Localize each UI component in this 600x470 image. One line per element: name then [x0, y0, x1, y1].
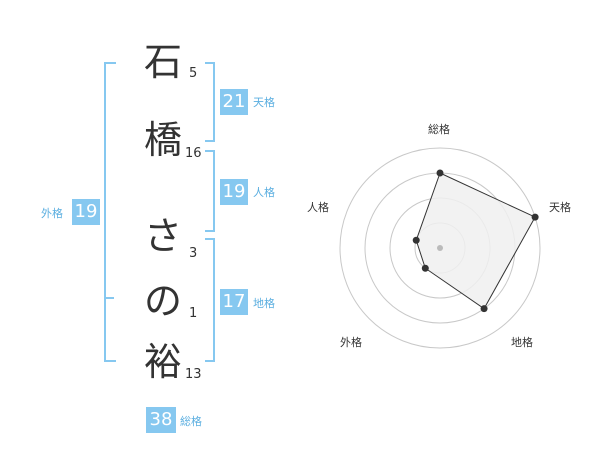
tenkaku-label: 天格: [253, 96, 275, 109]
soukaku-label: 総格: [180, 415, 202, 428]
gaikaku-bracket: [104, 62, 116, 362]
stroke-count-4: 1: [189, 306, 198, 321]
radar-label-gaikaku: 外格: [340, 336, 362, 349]
jinkaku-label: 人格: [253, 186, 275, 199]
jinkaku-bracket: [205, 150, 215, 232]
radar-label-jinkaku: 人格: [307, 201, 329, 214]
name-char-2: 橋: [143, 118, 182, 162]
jinkaku-badge: 19: [220, 179, 248, 205]
gaikaku-label: 外格: [41, 207, 63, 220]
stroke-count-5: 13: [185, 367, 202, 382]
radar-label-soukaku: 総格: [428, 123, 450, 136]
stroke-count-3: 3: [189, 246, 198, 261]
radar-point-4: [412, 236, 420, 244]
name-char-1: 石: [143, 40, 182, 84]
name-char-4: の: [143, 279, 182, 323]
chikaku-label: 地格: [253, 297, 275, 310]
chikaku-bracket: [205, 238, 215, 362]
gaikaku-bracket-divider: [106, 297, 114, 299]
radar-point-0: [436, 169, 444, 177]
stroke-count-2: 16: [185, 146, 202, 161]
stroke-count-1: 5: [189, 66, 198, 81]
tenkaku-bracket: [205, 62, 215, 142]
soukaku-badge: 38: [146, 407, 176, 433]
radar-point-2: [480, 305, 488, 313]
chikaku-badge: 17: [220, 289, 248, 315]
radar-ring-4: [339, 147, 541, 349]
radar-area: [415, 172, 536, 310]
radar-point-1: [531, 213, 539, 221]
radar-label-tenkaku: 天格: [549, 201, 571, 214]
name-char-3: さ: [143, 214, 182, 258]
radar-center: [437, 245, 443, 251]
radar-point-3: [421, 264, 429, 272]
radar-label-chikaku: 地格: [511, 336, 533, 349]
tenkaku-badge: 21: [220, 89, 248, 115]
gaikaku-badge: 19: [72, 199, 100, 225]
name-char-5: 裕: [143, 340, 182, 384]
